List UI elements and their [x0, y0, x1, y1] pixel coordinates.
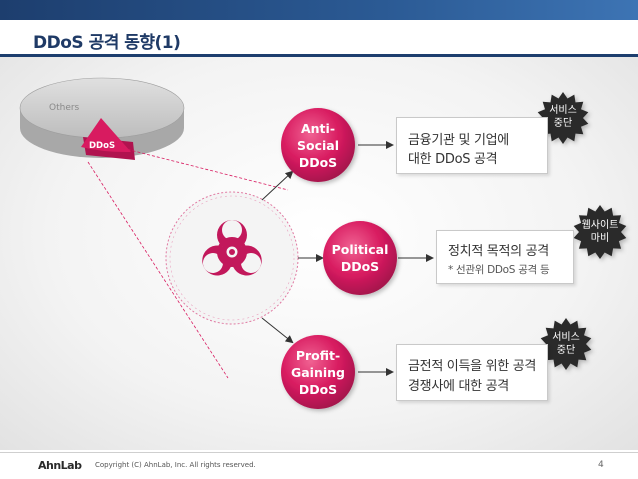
page-number: 4 [598, 460, 604, 470]
footer-divider [0, 452, 638, 453]
desc-box-political: 정치적 목적의 공격 * 선관위 DDoS 공격 등 [436, 230, 574, 284]
center-circle-inner [169, 195, 295, 321]
pie-chart [19, 77, 185, 160]
badge-burst-3 [540, 318, 592, 370]
desc-profit-line2: 경쟁사에 대한 공격 [408, 379, 509, 394]
desc-political-line1: 정치적 목적의 공격 [448, 244, 549, 259]
desc-box-profit: 금전적 이득을 위한 공격 경쟁사에 대한 공격 [396, 344, 548, 401]
pie-link-line-bottom [87, 161, 229, 379]
arrow-to-anti-social [261, 170, 294, 201]
title-underline [0, 54, 638, 57]
pie-slice-ddos [81, 118, 131, 153]
pie-label-ddos: DDoS [89, 141, 116, 151]
arrow-to-profit [261, 317, 294, 344]
desc-profit-line1: 금전적 이득을 위한 공격 [408, 359, 537, 374]
desc-anti-social-line1: 금융기관 및 기업에 [408, 133, 509, 148]
biohazard-icon [202, 220, 262, 276]
category-circle-profit [281, 335, 355, 409]
top-header-bar [0, 0, 638, 20]
category-circle-political [323, 221, 397, 295]
category-circle-anti-social [281, 108, 355, 182]
desc-anti-social-line2: 대한 DDoS 공격 [408, 152, 498, 167]
badge-burst-2 [573, 205, 627, 259]
ahnlab-logo: AhnLab [38, 459, 82, 472]
desc-political-line2: * 선관위 DDoS 공격 등 [448, 264, 550, 276]
slide-title: DDoS 공격 동향(1) [33, 33, 181, 53]
copyright-text: Copyright (C) AhnLab, Inc. All rights re… [95, 461, 256, 469]
pie-label-others: Others [49, 103, 80, 113]
pie-link-line-top [117, 146, 289, 191]
desc-box-anti-social: 금융기관 및 기업에 대한 DDoS 공격 [396, 117, 548, 174]
badge-burst-1 [537, 92, 589, 144]
